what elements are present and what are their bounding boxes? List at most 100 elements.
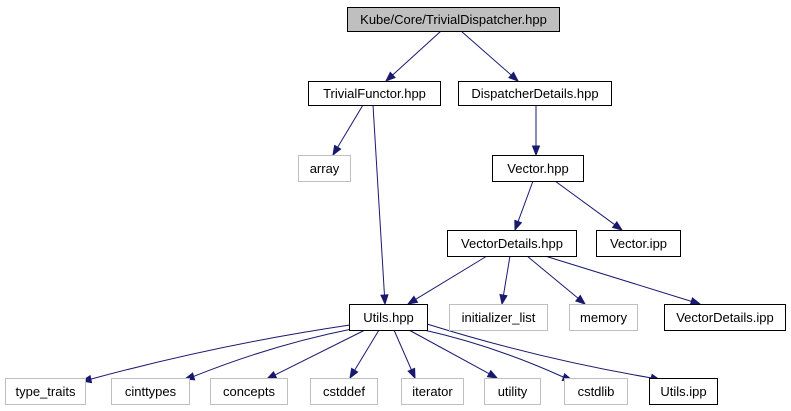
edge-trivialfunctor-to-utils — [372, 104, 389, 306]
node-label: cstdlib — [578, 384, 615, 399]
node-trivialfunctor[interactable]: TrivialFunctor.hpp — [308, 81, 441, 106]
edge-vectordetails-to-initializer_list — [499, 255, 511, 306]
node-box — [649, 378, 718, 405]
edge-utils-to-iterator — [393, 329, 416, 380]
node-box — [664, 304, 786, 331]
node-vectordetailsipp[interactable]: VectorDetails.ipp — [664, 304, 786, 331]
arrow-head — [514, 219, 523, 232]
node-box — [298, 155, 351, 182]
edge-line — [193, 328, 353, 377]
edge-utils-to-cstddef — [349, 329, 380, 380]
edge-utils-to-utility — [408, 329, 499, 379]
edge-vectordetails-to-vectordetailsipp — [544, 255, 702, 306]
node-label: VectorDetails.hpp — [461, 236, 563, 251]
arrow-head — [486, 369, 499, 379]
arrow-head — [611, 220, 624, 231]
edge-line — [274, 329, 366, 376]
edge-line — [354, 329, 380, 371]
node-label: DispatcherDetails.hpp — [471, 86, 598, 101]
node-label: TrivialFunctor.hpp — [323, 86, 426, 101]
node-label: initializer_list — [462, 310, 536, 325]
edge-trivialfunctor-to-array — [332, 104, 364, 157]
node-cstdlib: cstdlib — [564, 378, 628, 405]
arrow-head — [384, 71, 396, 82]
edge-line — [526, 255, 579, 299]
edge-line — [502, 255, 511, 296]
node-label: concepts — [223, 384, 276, 399]
node-label: memory — [580, 310, 627, 325]
node-box — [310, 378, 378, 405]
node-utility: utility — [484, 378, 541, 405]
edge-vector-to-vectordetails — [514, 180, 534, 232]
node-box — [569, 304, 638, 331]
arrow-head — [380, 294, 389, 306]
node-root[interactable]: Kube/Core/TrivialDispatcher.hpp — [347, 7, 560, 32]
edge-line — [408, 329, 490, 375]
edge-utils-to-cinttypes — [183, 328, 353, 381]
node-initializer-list: initializer_list — [449, 304, 548, 331]
node-label: Utils.ipp — [660, 384, 706, 399]
node-dispatcherdetails[interactable]: DispatcherDetails.hpp — [458, 81, 612, 106]
node-vectoripp[interactable]: Vector.ipp — [596, 230, 681, 257]
edges-layer — [80, 30, 702, 384]
edge-line — [517, 180, 534, 222]
node-label: type_traits — [16, 384, 76, 399]
node-vectordetails[interactable]: VectorDetails.hpp — [447, 230, 577, 257]
node-box — [210, 378, 288, 405]
edge-line — [544, 255, 692, 302]
node-concepts: concepts — [210, 378, 288, 405]
edge-line — [90, 324, 351, 380]
node-label: Utils.hpp — [363, 310, 414, 325]
edge-line — [460, 30, 512, 76]
edge-line — [426, 323, 652, 379]
node-box — [458, 81, 612, 106]
edge-vectordetails-to-utils — [406, 255, 488, 305]
node-box — [401, 378, 464, 405]
node-box — [492, 155, 584, 182]
arrow-head — [265, 370, 278, 380]
node-box — [447, 230, 577, 257]
node-label: Vector.ipp — [610, 236, 667, 251]
node-box — [564, 378, 628, 405]
node-box — [484, 378, 541, 405]
arrow-head — [332, 144, 342, 157]
arrow-head — [689, 297, 702, 306]
node-box — [111, 378, 190, 405]
edge-line — [415, 255, 488, 300]
arrow-head — [508, 71, 520, 82]
node-label: cinttypes — [125, 384, 177, 399]
node-label: cstddef — [323, 384, 365, 399]
edge-line — [554, 180, 616, 226]
node-box — [349, 304, 428, 331]
node-iterator: iterator — [401, 378, 464, 405]
node-memory: memory — [569, 304, 638, 331]
node-box — [449, 304, 548, 331]
arrow-head — [406, 295, 419, 305]
node-array: array — [298, 155, 351, 182]
arrow-head — [574, 294, 587, 305]
node-box — [596, 230, 681, 257]
node-vector[interactable]: Vector.hpp — [492, 155, 584, 182]
edge-root-to-trivialfunctor — [384, 30, 442, 82]
node-box — [308, 81, 441, 106]
node-label: array — [310, 161, 340, 176]
edge-root-to-dispatcherdetails — [460, 30, 520, 82]
node-utilsipp[interactable]: Utils.ipp — [649, 378, 718, 405]
node-type-traits: type_traits — [5, 378, 86, 405]
edge-dispatcherdetails-to-vector — [531, 105, 541, 157]
node-label: Vector.hpp — [507, 161, 568, 176]
edge-line — [337, 104, 364, 148]
node-box — [347, 7, 560, 32]
edge-utils-to-cstdlib — [423, 329, 574, 381]
node-label: utility — [498, 384, 528, 399]
arrow-head — [531, 145, 541, 157]
edge-utils-to-type_traits — [80, 324, 351, 384]
node-label: VectorDetails.ipp — [676, 310, 774, 325]
node-label: Kube/Core/TrivialDispatcher.hpp — [360, 12, 547, 27]
node-cstddef: cstddef — [310, 378, 378, 405]
node-label: iterator — [412, 384, 453, 399]
node-utils[interactable]: Utils.hpp — [349, 304, 428, 331]
edge-vector-to-vectoripp — [554, 180, 624, 231]
edge-line — [392, 30, 442, 76]
